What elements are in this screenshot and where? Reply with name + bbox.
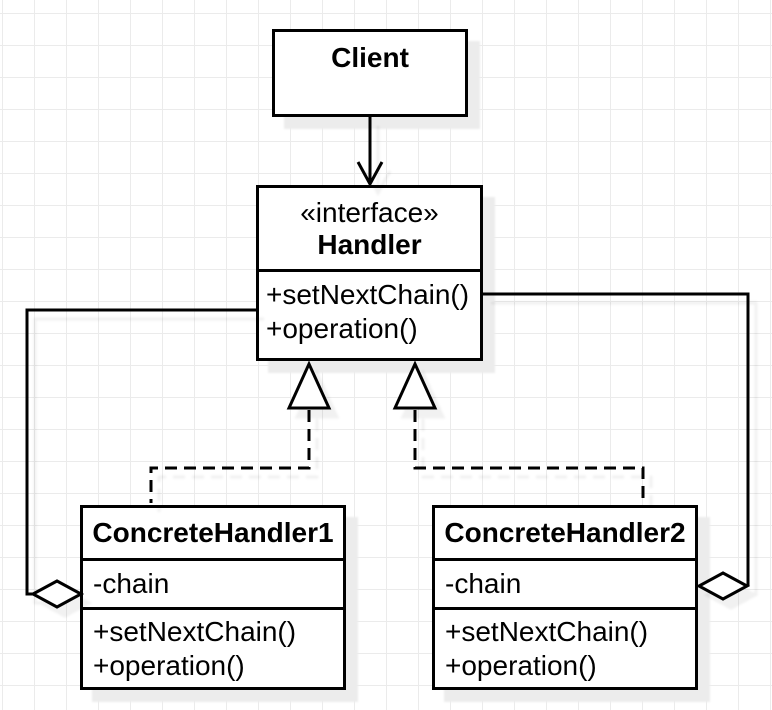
- method-label: +operation(): [266, 313, 418, 344]
- class-name: Handler: [317, 228, 422, 260]
- method-label: +setNextChain(): [266, 279, 470, 310]
- attributes-compartment: -chain: [435, 561, 695, 610]
- open-arrowhead: [356, 161, 384, 188]
- realization-edge-concretehandler2-handler[interactable]: [392, 360, 645, 503]
- class-node-concretehandler1[interactable]: ConcreteHandler1 -chain +setNextChain() …: [80, 505, 346, 690]
- method-label: +operation(): [445, 650, 597, 681]
- class-header: «interface» Handler: [259, 188, 480, 272]
- class-name: ConcreteHandler1: [92, 517, 334, 548]
- class-name: ConcreteHandler2: [444, 517, 686, 548]
- method-label: +setNextChain(): [93, 616, 297, 647]
- method-label: +setNextChain(): [445, 616, 649, 647]
- realization-edge-concretehandler1-handler[interactable]: [149, 360, 332, 503]
- class-node-handler[interactable]: «interface» Handler +setNextChain() +ope…: [256, 185, 483, 361]
- stereotype-label: «interface»: [300, 196, 439, 228]
- method-label: +operation(): [93, 650, 245, 681]
- hollow-triangle-arrowhead: [392, 360, 438, 410]
- methods-compartment: +setNextChain() +operation(): [435, 610, 695, 683]
- hollow-diamond-arrowhead: [695, 571, 751, 601]
- methods-compartment: +setNextChain() +operation(): [259, 272, 480, 346]
- class-node-concretehandler2[interactable]: ConcreteHandler2 -chain +setNextChain() …: [432, 505, 698, 690]
- attributes-compartment: -chain: [83, 561, 343, 610]
- class-name: Client: [331, 42, 409, 73]
- methods-compartment: +setNextChain() +operation(): [83, 610, 343, 683]
- class-header: ConcreteHandler2: [435, 508, 695, 561]
- association-edge-client-handler[interactable]: [356, 117, 384, 188]
- hollow-diamond-arrowhead: [29, 579, 85, 609]
- attribute-label: -chain: [93, 568, 170, 599]
- class-node-client[interactable]: Client: [272, 29, 468, 117]
- hollow-triangle-arrowhead: [286, 360, 332, 410]
- attribute-label: -chain: [445, 568, 522, 599]
- class-header: ConcreteHandler1: [83, 508, 343, 561]
